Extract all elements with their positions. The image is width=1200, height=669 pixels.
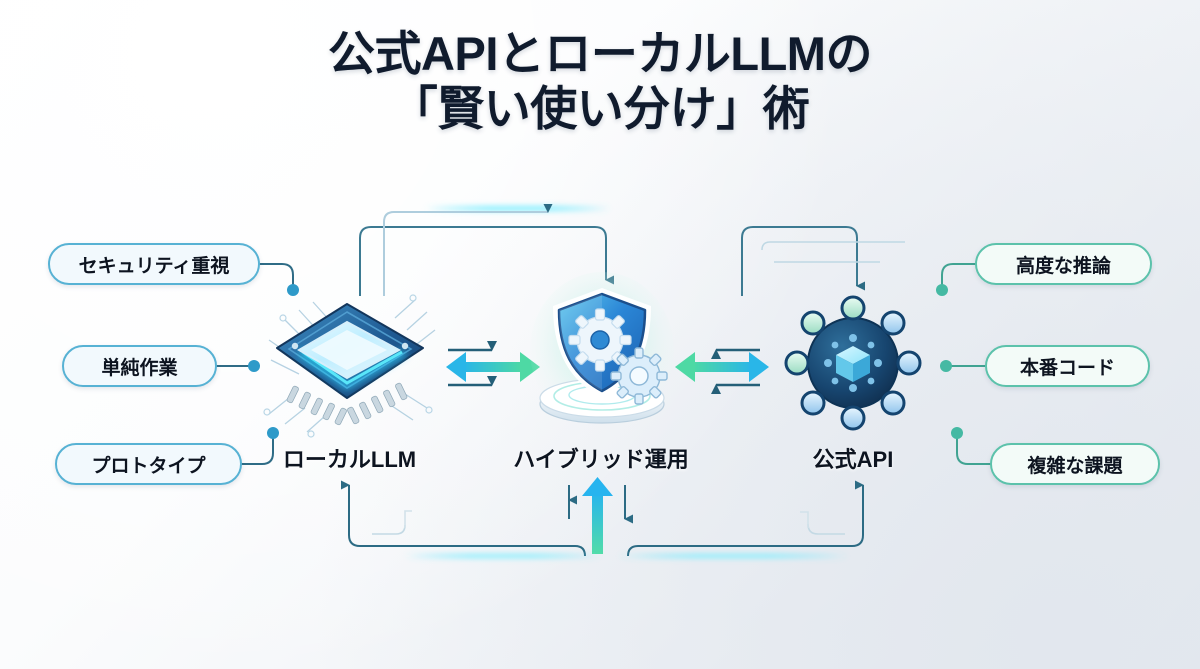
tag-security-label: セキュリティ重視 xyxy=(78,255,230,277)
tag-production-code-label: 本番コード xyxy=(1019,357,1115,379)
connector-tag-complex-problem xyxy=(956,436,992,465)
tag-security[interactable]: セキュリティ重視 xyxy=(48,243,260,285)
flow-bottom-right-inner-2 xyxy=(800,511,809,528)
connector-dot-production-code xyxy=(940,360,952,372)
center-glow-up-arrow xyxy=(582,477,613,554)
tag-simple-task[interactable]: 単純作業 xyxy=(62,345,217,387)
flow-api-top-bracket xyxy=(741,226,865,296)
connector-dot-advanced-reasoning xyxy=(936,284,948,296)
flow-hybrid-to-local-top xyxy=(383,204,553,296)
connector-tag-advanced-reasoning xyxy=(941,263,977,287)
tag-prototype[interactable]: プロトタイプ xyxy=(55,443,242,485)
flow-hybrid-to-api-bottom xyxy=(627,480,864,557)
bottom-right-glow-streak xyxy=(618,554,848,558)
connector-tag-prototype xyxy=(240,436,274,465)
api-network-hub-icon xyxy=(784,295,922,431)
connector-dot-prototype xyxy=(267,427,279,439)
bidirectional-arrow-left xyxy=(446,352,540,382)
flow-local-to-hybrid-top xyxy=(359,226,614,296)
tag-advanced-reasoning-label: 高度な推論 xyxy=(1015,255,1111,277)
top-glow-streak xyxy=(425,206,610,211)
flow-api-top-inner-1 xyxy=(761,241,905,251)
connector-dot-simple-task xyxy=(248,360,260,372)
tag-production-code[interactable]: 本番コード xyxy=(985,345,1150,387)
cpu-chip-icon xyxy=(263,294,436,438)
node-icon-official-api xyxy=(767,283,939,443)
title-line-1: 公式APIとローカルLLMの xyxy=(328,27,872,80)
tag-complex-problem[interactable]: 複雑な課題 xyxy=(990,443,1160,485)
bottom-left-glow-streak xyxy=(405,554,600,558)
connector-tag-security xyxy=(258,263,294,287)
connector-dot-complex-problem xyxy=(951,427,963,439)
tag-complex-problem-label: 複雑な課題 xyxy=(1027,455,1123,477)
flow-bottom-left-inner-1 xyxy=(372,524,406,535)
node-label-official-api: 公式API xyxy=(812,447,894,472)
node-icon-hybrid xyxy=(512,272,692,442)
connector-dot-security xyxy=(287,284,299,296)
node-label-local-llm: ローカルLLM xyxy=(282,447,417,472)
page-title: 公式APIとローカルLLMの 「賢い使い分け」術 xyxy=(0,26,1200,137)
tag-advanced-reasoning[interactable]: 高度な推論 xyxy=(975,243,1152,285)
tag-simple-task-label: 単純作業 xyxy=(101,357,178,379)
flow-hybrid-to-local-bottom xyxy=(341,480,586,557)
node-icon-local-llm xyxy=(255,282,440,442)
flow-bottom-left-inner-2 xyxy=(404,510,412,528)
bidirectional-arrow-right xyxy=(675,352,769,382)
title-line-2: 「賢い使い分け」術 xyxy=(390,82,810,136)
cube-icon xyxy=(836,346,870,382)
flow-bottom-right-inner-1 xyxy=(807,523,845,535)
shield-gears-icon xyxy=(530,272,674,428)
node-label-hybrid: ハイブリッド運用 xyxy=(513,447,689,472)
tag-prototype-label: プロトタイプ xyxy=(91,455,206,477)
